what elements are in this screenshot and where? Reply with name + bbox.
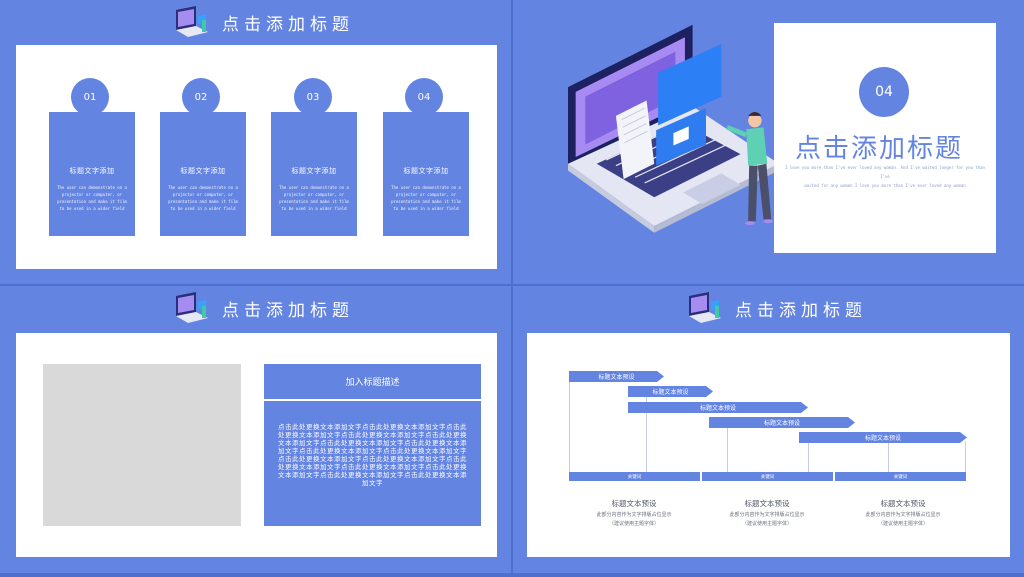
column-text-line: （建议使用主题字体） [741,521,792,527]
page-title: 点击添加标题 [222,300,354,321]
laptop-logo-icon [689,292,721,323]
column-text-line: （建议使用主题字体） [608,521,659,527]
column-text-line: 此部分内容作为文字排版占位显示 [596,512,672,518]
gantt-bar: 标题文本预设 [799,432,967,443]
card-number-badge: 03 [294,78,332,116]
laptop-logo-icon [176,292,208,323]
keyword-bar: 关键词 [702,472,833,481]
card-text: The user can demonstrate on a projector … [391,185,461,211]
section-number-badge: 04 [859,67,909,117]
gantt-bar: 标题文本预设 [709,417,855,428]
column-text-line: 此部分内容作为文字排版占位显示 [865,512,941,518]
column-text: 此部分内容作为文字排版占位显示 （建议使用主题字体） [574,511,694,529]
gantt-gridline [965,441,966,480]
card-title: 标题文字添加 [69,167,115,175]
slide-2-title-card [774,23,996,253]
card-title: 标题文字添加 [291,167,337,175]
slide-1-header: 点击添加标题 [172,6,354,38]
card-number-badge: 01 [71,78,109,116]
card-4: 标题文字添加 The user can demonstrate on a pro… [383,112,469,236]
gantt-bar: 标题文本预设 [569,371,664,382]
column-text-line: （建议使用主题字体） [877,521,928,527]
section-title: 点击添加标题 [795,134,964,164]
gantt-gridline [646,396,647,480]
slide-1: 点击添加标题 标题文字添加 The user can demonstrate o… [0,0,511,284]
card-text: The user can demonstrate on a projector … [57,185,127,211]
card-3: 标题文字添加 The user can demonstrate on a pro… [271,112,357,236]
gantt-bar: 标题文本预设 [628,386,713,397]
card-title: 标题文字添加 [180,167,226,175]
gantt-gridline [808,441,809,480]
keyword-bar: 关键词 [569,472,700,481]
laptop-logo-icon [176,6,208,37]
gantt-gridline [888,441,889,480]
laptop-illustration [568,24,779,233]
card-number-badge: 02 [182,78,220,116]
column-text: 此部分内容作为文字排版占位显示 （建议使用主题字体） [843,511,963,529]
image-placeholder [43,364,241,526]
page-title: 点击添加标题 [735,300,867,321]
slide-4: 点击添加标题 标题文本预设 标题文本预设 标题文本预设 标题文本预设 标题文本预… [513,286,1024,573]
card-text: The user can demonstrate on a projector … [279,185,349,211]
section-subtitle-line: waited for any woman I love you more tha… [804,183,966,188]
slide-4-content [527,333,1010,557]
card-1: 标题文字添加 The user can demonstrate on a pro… [49,112,135,236]
card-number-badge: 04 [405,78,443,116]
gantt-gridline [727,426,728,480]
column-title: 标题文本预设 [744,499,790,508]
slide-2: 04 点击添加标题 I love you more than I've ever… [513,0,1024,284]
gantt-gridline [569,382,570,480]
slide-3: 点击添加标题 加入标题描述 点击此处更换文本添加文字点击此处更换文本添加文字点击… [0,286,511,573]
section-subtitle-line: I love you more than I've ever loved any… [785,165,985,179]
slide-4-header: 点击添加标题 [685,292,867,324]
section-subtitle: I love you more than I've ever loved any… [785,163,985,190]
card-title: 标题文字添加 [403,167,449,175]
column-title: 标题文本预设 [880,499,926,508]
column-text: 此部分内容作为文字排版占位显示 （建议使用主题字体） [707,511,827,529]
bottom-divider [0,573,1024,577]
gantt-bar: 标题文本预设 [628,402,808,413]
card-text: The user can demonstrate on a projector … [168,185,238,211]
column-text-line: 此部分内容作为文字排版占位显示 [729,512,805,518]
card-2: 标题文字添加 The user can demonstrate on a pro… [160,112,246,236]
slide-3-header: 点击添加标题 [172,292,354,324]
description-text: 点击此处更换文本添加文字点击此处更换文本添加文字点击此处更换文本添加文字点击此处… [264,401,481,526]
description-title: 加入标题描述 [264,364,481,399]
column-title: 标题文本预设 [611,499,657,508]
keyword-bar: 关键词 [835,472,966,481]
vertical-divider [511,0,513,577]
page-title: 点击添加标题 [222,14,354,35]
horizontal-divider [0,284,1024,286]
